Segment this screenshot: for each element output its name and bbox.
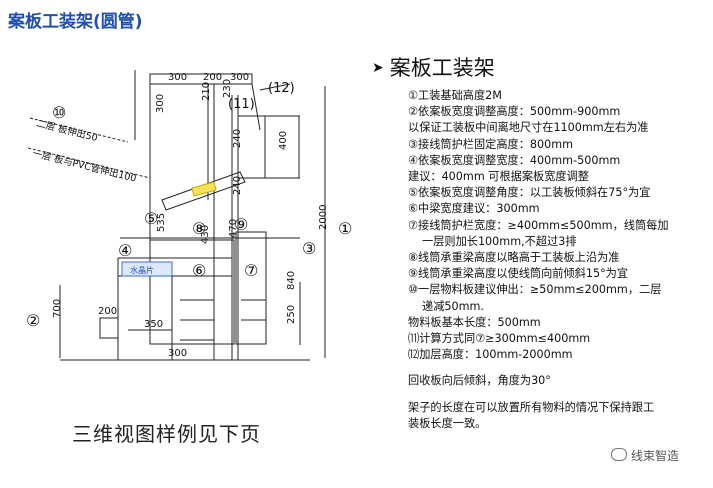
chevron-right-icon: ➤	[372, 60, 384, 76]
note-line: ⑧线筒承重梁高度以略高于工装板上沿为准	[408, 251, 620, 265]
notes-list: ①工装基础高度2M ②依案板宽度调整高度：500mm-900mm 以保证工装板中…	[370, 88, 705, 432]
shelf	[121, 261, 173, 277]
callout-1: ①	[338, 219, 352, 238]
callout-11: (11)	[228, 97, 255, 112]
dim-250: 250	[286, 305, 297, 324]
note-line: 架子的长度在可以放置所有物料的情况下保持跟工	[408, 400, 655, 414]
note-line: ⑦接线筒护栏宽度：≥400mm≤500mm，线筒每加	[408, 218, 669, 232]
note-line: 物料板基本长度：500mm	[408, 315, 541, 329]
note-line: ①工装基础高度2M	[408, 89, 502, 102]
chat-bubble-icon	[610, 448, 627, 461]
note-line: ⑤依案板宽度调整角度：以工装板倾斜在75°为宜	[408, 186, 651, 200]
callout-9: ⑨	[234, 215, 248, 234]
callout-7: ⑦	[244, 261, 258, 280]
right-strut	[251, 83, 261, 131]
slanted-board	[161, 171, 246, 211]
notes-heading: ➤ 案板工装架	[372, 52, 705, 82]
dim-535: 535	[156, 213, 167, 232]
callout-5: ⑤	[144, 209, 158, 228]
callout-3: ③	[302, 239, 316, 258]
dim-230: 230	[222, 79, 233, 98]
dim-2000: 2000	[318, 205, 329, 230]
dim-840: 840	[286, 271, 297, 290]
note-line: ④依案板宽度调整宽度：400mm-500mm	[408, 153, 621, 167]
notes-panel: ➤ 案板工装架 ①工装基础高度2M ②依案板宽度调整高度：500mm-900mm …	[370, 52, 705, 432]
notes-title: 案板工装架	[389, 56, 495, 80]
callout-10: ⑩	[52, 103, 66, 122]
note-line: ⑿加层高度：100mm-2000mm	[408, 348, 573, 362]
callout-4: ④	[118, 241, 132, 260]
page-title: 案板工装架(圆管)	[8, 12, 143, 32]
dim-240b: 240	[232, 176, 243, 195]
watermark-text: 线束智造	[630, 449, 679, 463]
note-line: ③接线筒护栏固定高度：800mm	[408, 137, 574, 151]
shelf-label: 水晶片	[130, 265, 154, 275]
dim-470: 470	[228, 219, 239, 238]
note-line: 建议：400mm 可根据案板宽度调整	[408, 170, 589, 184]
note-line: 装板长度一致。	[408, 416, 487, 430]
note-line: ⑨线筒承重梁高度以使线筒向前倾斜15°为宜	[408, 267, 629, 281]
callout-12: (12)	[268, 81, 295, 96]
dim-300a: 300	[168, 72, 187, 83]
dim-350: 350	[144, 319, 163, 330]
note-line: 以保证工装板中间离地尺寸在1100mm左右为准	[408, 121, 649, 135]
note-line: ⑩一层物料板建议伸出：≥50mm≤200mm，二层	[408, 283, 662, 297]
note-line: ②依案板宽度调整高度：500mm-900mm	[408, 105, 621, 119]
dim-300b: 300	[230, 72, 249, 83]
callout-6: ⑥	[192, 261, 206, 280]
dim-700: 700	[52, 299, 63, 318]
callout-8: ⑧	[192, 219, 206, 238]
note-line: 一层则加长100mm,不超过3排	[422, 234, 577, 248]
note-line: ⑾计算方式同⑦≥300mm≤400mm	[408, 332, 591, 346]
base-block	[99, 317, 119, 339]
dim-left-300: 300	[155, 94, 166, 113]
watermark: 线束智造	[610, 447, 679, 464]
dim-h300: 300	[168, 348, 187, 359]
dim-430: 430	[200, 225, 211, 244]
dim-240a: 240	[232, 129, 243, 148]
layer-label-1: 一层 板与PVC管伸出100	[31, 147, 137, 184]
note-line: ⑥中梁宽度建议：300mm	[408, 202, 540, 216]
lower-frame	[149, 239, 235, 345]
highlight-block	[191, 181, 217, 197]
dim-h200: 200	[98, 306, 117, 317]
note-line: 回收板向后倾斜，角度为30°	[408, 374, 551, 388]
note-line: 递减50mm.	[422, 299, 484, 313]
top-bar	[149, 73, 253, 85]
dim-400: 400	[278, 131, 289, 150]
drawing-caption: 三维视图样例见下页	[72, 422, 261, 446]
dim-200: 200	[203, 72, 222, 83]
right-frame	[235, 231, 267, 345]
dim-210: 210	[201, 82, 212, 101]
rack-drawing: 300 200 300 300 230 210 240 240 400 2000…	[26, 70, 352, 361]
callout-2: ②	[26, 311, 40, 330]
layer-label-2: 二层 板伸出50	[35, 117, 99, 144]
